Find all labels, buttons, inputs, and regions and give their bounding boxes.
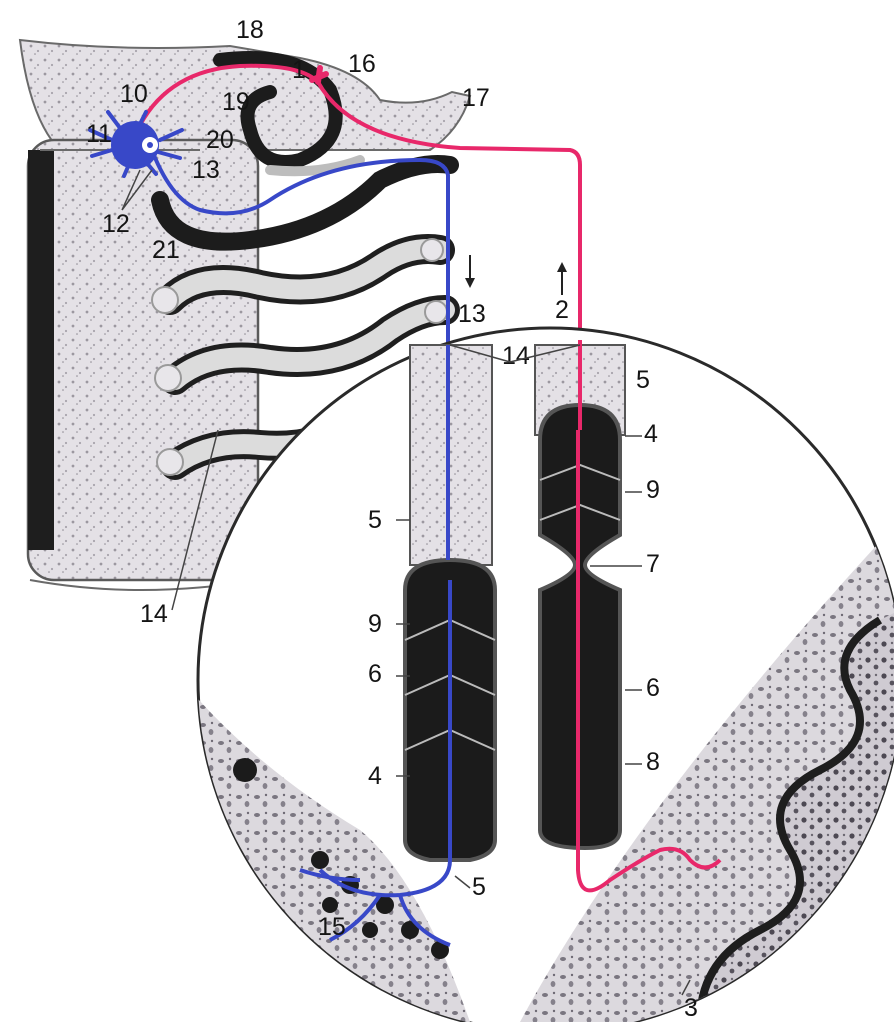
label-4-right: 4 [644, 420, 658, 448]
label-5-left: 5 [368, 506, 382, 534]
spinal-cord-dark-edge [28, 150, 54, 550]
label-19: 19 [222, 88, 250, 116]
label-21: 21 [152, 236, 180, 264]
arrow-up-icon [557, 262, 567, 295]
label-10: 10 [120, 80, 148, 108]
label-9-left: 9 [368, 610, 382, 638]
label-13-lower: 13 [458, 300, 486, 328]
label-5-bottom: 5 [472, 873, 486, 901]
label-20: 20 [206, 126, 234, 154]
label-4-left: 4 [368, 762, 382, 790]
label-3: 3 [684, 994, 698, 1022]
label-16: 16 [348, 50, 376, 78]
label-14-left: 14 [140, 600, 168, 628]
label-7: 7 [646, 550, 660, 578]
label-13-upper: 13 [192, 156, 220, 184]
label-1: 1 [292, 56, 306, 84]
label-14-top: 14 [502, 342, 530, 370]
label-18: 18 [236, 16, 264, 44]
label-5-top: 5 [636, 366, 650, 394]
label-9-right: 9 [646, 476, 660, 504]
label-17: 17 [462, 84, 490, 112]
label-11: 11 [86, 120, 112, 148]
label-12: 12 [102, 210, 130, 238]
label-6-left: 6 [368, 660, 382, 688]
label-15: 15 [318, 913, 346, 941]
label-2: 2 [555, 296, 569, 324]
arrow-down-icon [465, 255, 475, 288]
label-6-right: 6 [646, 674, 660, 702]
label-8: 8 [646, 748, 660, 776]
